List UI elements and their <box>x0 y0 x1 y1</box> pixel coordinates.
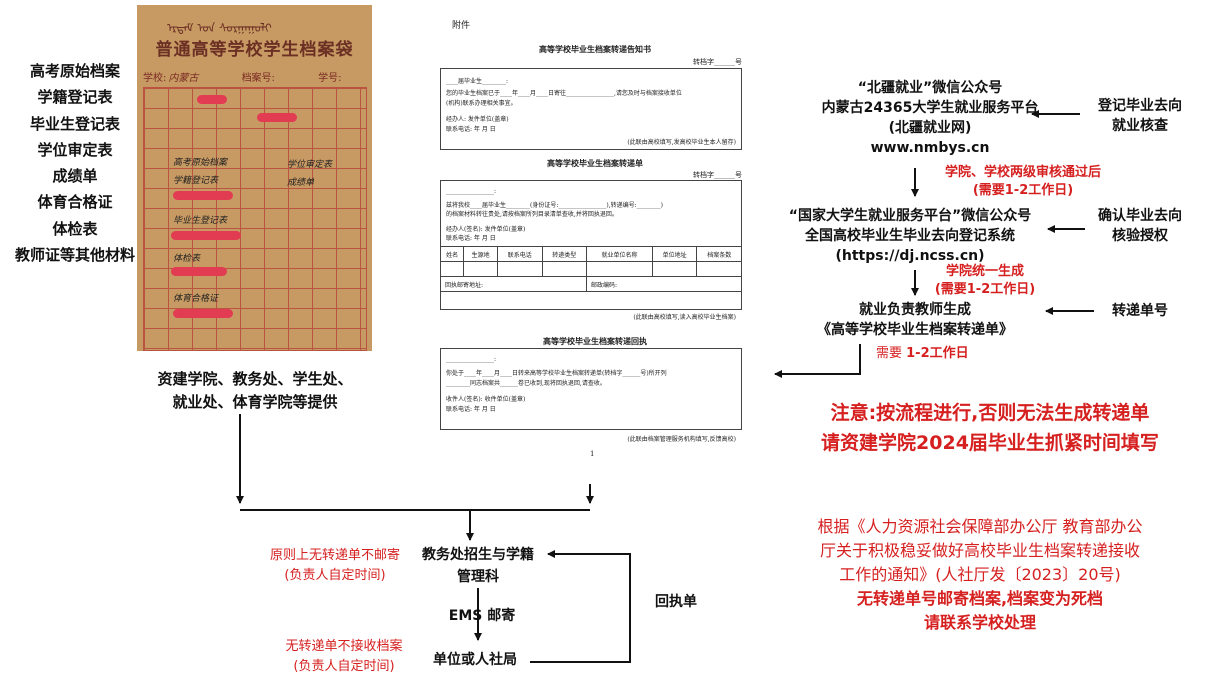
material-item: 学籍登记表 <box>37 88 113 107</box>
step3-generate: 就业负责教师生成 《高等学校毕业生档案转递单》 <box>817 302 1013 338</box>
mail-time-note: 需要 1-2工作日 <box>876 346 969 361</box>
form3-box <box>440 348 742 430</box>
handwriting: 高考原始档案 <box>173 158 228 168</box>
archive-bag-title: 普通高等学校学生档案袋 <box>155 40 354 60</box>
form2-table: 姓名 生源地 联系电话 转递类型 就业单位名称 单位地址 档案条数 回执邮寄地址… <box>439 246 742 292</box>
redaction-mark <box>171 231 241 240</box>
form1-note: (此联由高校填写,发高校毕业生本人留存) <box>627 139 736 146</box>
form3-note: (此联由档案管理服务机构填写,反馈高校) <box>627 436 736 443</box>
handwriting: 毕业生登记表 <box>173 216 228 226</box>
page-number: 1 <box>590 450 595 458</box>
handwriting: 成绩单 <box>287 178 315 188</box>
file-no-label: 档案号: <box>241 73 275 84</box>
form3-title: 高等学校毕业生档案转递回执 <box>543 336 647 346</box>
policy-reference: 根据《人力资源社会保障部办公厅 教育部办公 厅关于积极稳妥做好高校毕业生档案转递… <box>817 517 1143 632</box>
warning-notice: 注意:按流程进行,否则无法生成转递单 请资建学院2024届毕业生抓紧时间填写 <box>821 402 1159 454</box>
no-mail-rule: 原则上无转递单不邮寄 (负责人自定时间) <box>269 548 400 583</box>
material-item: 教师证等其他材料 <box>14 246 135 265</box>
material-item: 学位审定表 <box>37 140 113 159</box>
review-note: 学院、学校两级审核通过后 (需要1-2工作日) <box>944 165 1101 198</box>
redaction-mark <box>197 95 227 104</box>
form2-note: (此联由高校填写,读入高校毕业生档案) <box>633 314 736 321</box>
arrow-to-document <box>774 344 861 378</box>
material-item: 高考原始档案 <box>29 62 120 80</box>
materials-list: 高考原始档案 学籍登记表 毕业生登记表 学位审定表 成绩单 体育合格证 体检表 … <box>0 58 150 268</box>
step2-side-label: 确认毕业去向 核验授权 <box>1098 208 1182 244</box>
handwriting: 学籍登记表 <box>173 176 219 186</box>
no-accept-rule: 无转递单不接收档案 (负责人自定时间) <box>285 639 403 674</box>
form1-box <box>440 68 742 150</box>
form1-title: 高等学校毕业生档案转递告知书 <box>539 44 651 54</box>
arrow-receipt <box>530 550 631 663</box>
archive-bag-grid <box>143 87 367 351</box>
school-label: 学校:内蒙古 <box>143 73 199 84</box>
ems-label: EMS 邮寄 <box>448 608 516 624</box>
step1-platform: “北疆就业”微信公众号 内蒙古24365大学生就业服务平台 (北疆就业网) ww… <box>821 80 1039 156</box>
transfer-forms-document: 附件 高等学校毕业生档案转递告知书 转档字______号 ____届毕业生___… <box>430 10 760 460</box>
form2-box <box>440 180 742 310</box>
receipt-label: 回执单 <box>655 594 697 610</box>
redaction-mark <box>171 267 227 276</box>
handwriting: 体育合格证 <box>173 294 219 304</box>
material-item: 毕业生登记表 <box>29 114 120 133</box>
step3-side-label: 转递单号 <box>1112 303 1168 319</box>
form2-number: 转档字______号 <box>693 171 742 179</box>
step1-side-label: 登记毕业去向 就业核查 <box>1098 98 1182 134</box>
photo-caption: 资建学院、教务处、学生处、 就业处、体育学院等提供 <box>157 370 353 411</box>
material-item: 成绩单 <box>52 167 98 186</box>
handwriting: 学位审定表 <box>287 160 333 170</box>
generate-note: 学院统一生成 (需要1-2工作日) <box>934 264 1036 297</box>
handwriting: 体检表 <box>173 254 201 264</box>
admissions-office: 教务处招生与学籍 管理科 <box>422 547 534 585</box>
redaction-mark <box>173 309 233 318</box>
archive-bag-meta: 学校:内蒙古 档案号: 学号: <box>143 69 372 84</box>
attachment-label: 附件 <box>452 21 471 31</box>
redaction-mark <box>257 113 297 122</box>
form2-title: 高等学校毕业生档案转递单 <box>547 158 643 168</box>
archive-bag-photo: ᠡᠷᠳᠡᠮ ᠤᠨ ᠰᠤᠷᠭᠠᠭᠤᠯᠢ 普通高等学校学生档案袋 学校:内蒙古 档案… <box>137 5 372 351</box>
receiver-unit: 单位或人社局 <box>433 652 517 668</box>
step2-platform: “国家大学生就业服务平台”微信公众号 全国高校毕业生毕业去向登记系统 (http… <box>788 208 1032 264</box>
material-item: 体育合格证 <box>37 193 113 212</box>
material-item: 体检表 <box>52 219 98 238</box>
student-no-label: 学号: <box>318 73 342 84</box>
form1-number: 转档字______号 <box>693 58 742 66</box>
redaction-mark <box>173 191 233 200</box>
